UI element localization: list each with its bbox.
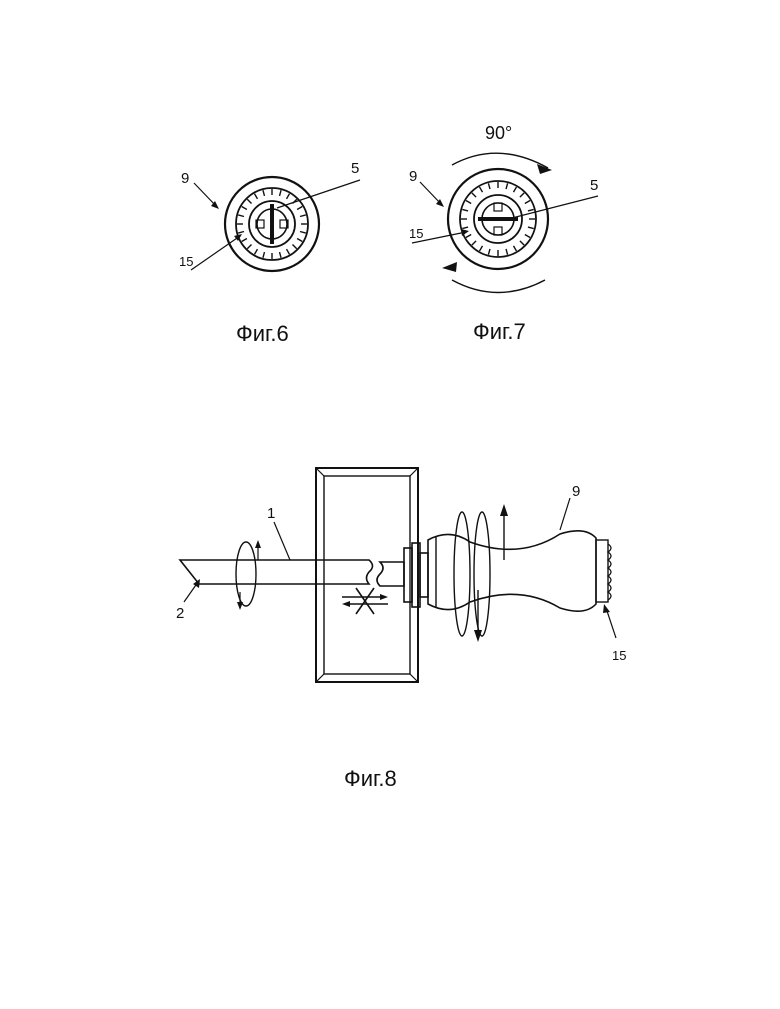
fig8-shaft-rotation-loop bbox=[236, 542, 256, 606]
scale-tick bbox=[263, 190, 265, 196]
scale-tick bbox=[480, 246, 483, 251]
fig7-lug-bottom bbox=[494, 227, 502, 235]
fig8-handle bbox=[428, 531, 596, 611]
scale-tick bbox=[287, 194, 290, 199]
fig7-label-15: 15 bbox=[409, 226, 423, 241]
fig8-handle-rotation-arrowhead-up bbox=[500, 504, 508, 516]
fig6-caption: Фиг.6 bbox=[236, 321, 289, 346]
fig6-label-5: 5 bbox=[351, 160, 359, 177]
fig7-label-9: 9 bbox=[409, 168, 417, 185]
fig8-leader-1 bbox=[274, 522, 290, 560]
fig8-label-1: 1 bbox=[267, 505, 275, 522]
fig7-caption: Фиг.7 bbox=[473, 319, 526, 344]
scale-tick bbox=[506, 183, 508, 189]
fig8-housing-corner-tl bbox=[316, 468, 324, 476]
fig8-clutch-plate-1 bbox=[404, 548, 412, 602]
fig7-arrowhead-15 bbox=[461, 229, 469, 236]
fig8-shaft-rotation-arrowhead-up bbox=[255, 540, 261, 548]
scale-tick bbox=[514, 246, 517, 251]
scale-tick bbox=[242, 239, 247, 242]
fig6-leader-15 bbox=[191, 236, 240, 270]
scale-tick bbox=[472, 241, 476, 245]
fig7-rotation-arc-bottom bbox=[452, 280, 545, 293]
scale-tick bbox=[263, 252, 265, 258]
scale-tick bbox=[466, 201, 471, 204]
fig8-drawing: 1 2 9 15 bbox=[176, 468, 626, 682]
fig8-coupling-stub bbox=[377, 562, 404, 586]
fig7-leader-5 bbox=[508, 196, 598, 219]
fig8-handle-rotation-loop-2 bbox=[474, 512, 490, 636]
scale-tick bbox=[247, 245, 251, 249]
scale-tick bbox=[300, 232, 306, 234]
fig6-drawing: 9 5 15 bbox=[179, 160, 360, 271]
fig8-housing-corner-br bbox=[410, 674, 418, 682]
fig8-housing-corner-tr bbox=[410, 468, 418, 476]
scale-tick bbox=[293, 245, 297, 249]
fig8-shaft bbox=[180, 560, 373, 584]
scale-tick bbox=[520, 241, 524, 245]
scale-tick bbox=[528, 227, 534, 229]
fig7-lug-top bbox=[494, 203, 502, 211]
fig8-leader-9 bbox=[560, 498, 570, 530]
fig6-label-9: 9 bbox=[181, 170, 189, 187]
scale-tick bbox=[247, 199, 251, 203]
scale-tick bbox=[520, 193, 524, 197]
fig8-label-2: 2 bbox=[176, 605, 184, 622]
scale-tick bbox=[480, 187, 483, 192]
scale-tick bbox=[255, 194, 258, 199]
fig8-shaft-rotation-arrowhead-down bbox=[237, 602, 243, 610]
scale-tick bbox=[280, 190, 282, 196]
scale-tick bbox=[488, 183, 490, 189]
fig8-label-9: 9 bbox=[572, 483, 580, 500]
fig7-rotation-arrowhead-bottom bbox=[442, 262, 457, 272]
scale-tick bbox=[466, 235, 471, 238]
fig8-axial-arrowhead-left bbox=[342, 601, 350, 607]
scale-tick bbox=[525, 235, 530, 238]
scale-tick bbox=[525, 201, 530, 204]
scale-tick bbox=[242, 207, 247, 210]
fig7-angle-label: 90° bbox=[485, 123, 512, 143]
scale-tick bbox=[514, 187, 517, 192]
scale-tick bbox=[300, 215, 306, 217]
fig7-drawing: 90° 9 5 15 bbox=[409, 123, 598, 293]
fig6-label-15: 15 bbox=[179, 254, 193, 269]
scale-tick bbox=[297, 207, 302, 210]
fig8-clutch-plate-3 bbox=[420, 553, 428, 597]
scale-tick bbox=[488, 249, 490, 255]
scale-tick bbox=[238, 232, 244, 234]
scale-tick bbox=[528, 209, 534, 211]
fig8-axial-arrowhead-right bbox=[380, 594, 388, 600]
fig8-housing-corner-bl bbox=[316, 674, 324, 682]
scale-tick bbox=[238, 215, 244, 217]
scale-tick bbox=[255, 249, 258, 254]
scale-tick bbox=[462, 227, 468, 229]
fig8-coil-base bbox=[596, 540, 608, 602]
fig7-rotation-arc-top bbox=[452, 153, 548, 168]
fig8-arrowhead-15 bbox=[603, 604, 610, 613]
scale-tick bbox=[287, 249, 290, 254]
scale-tick bbox=[462, 209, 468, 211]
scale-tick bbox=[280, 252, 282, 258]
scale-tick bbox=[506, 249, 508, 255]
fig7-label-5: 5 bbox=[590, 177, 598, 194]
fig8-leader-15 bbox=[606, 608, 616, 638]
fig8-handle-rotation-loop-1 bbox=[454, 512, 470, 636]
fig8-caption: Фиг.8 bbox=[344, 766, 397, 791]
fig8-label-15: 15 bbox=[612, 648, 626, 663]
scale-tick bbox=[472, 193, 476, 197]
scale-tick bbox=[297, 239, 302, 242]
